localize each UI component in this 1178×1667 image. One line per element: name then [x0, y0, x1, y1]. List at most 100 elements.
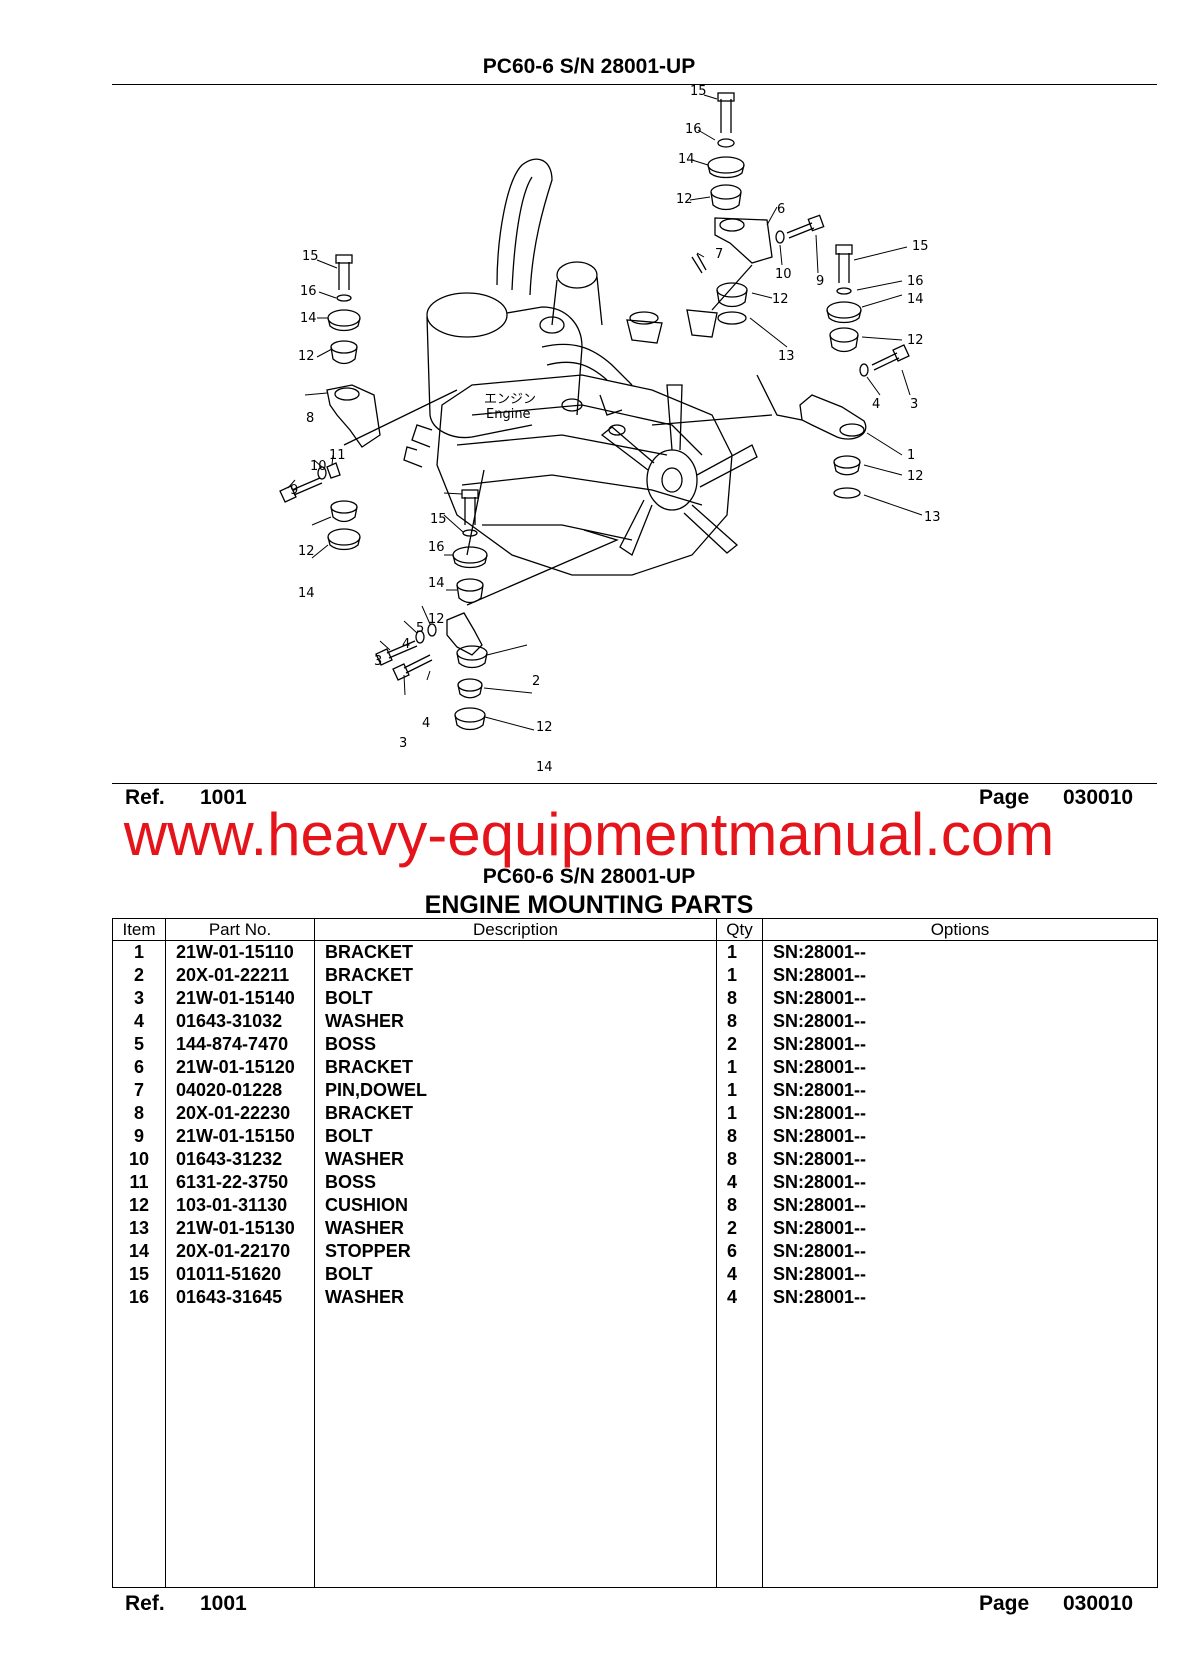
options: SN:28001--	[762, 1056, 1158, 1079]
callout-15: 15	[690, 85, 707, 99]
part-number: 21W-01-15130	[165, 1217, 315, 1240]
callout-14: 14	[428, 576, 445, 591]
options: SN:28001--	[762, 1102, 1158, 1125]
part-number: 04020-01228	[165, 1079, 315, 1102]
part-number: 6131-22-3750	[165, 1171, 315, 1194]
ref-value: 1001	[200, 786, 247, 809]
description: CUSHION	[314, 1194, 717, 1217]
part-number: 01643-31032	[165, 1010, 315, 1033]
watermark-url: www.heavy-equipmentmanual.com	[123, 801, 1055, 868]
part-number: 21W-01-15150	[165, 1125, 315, 1148]
item-number: 14	[128, 1241, 150, 1261]
callout-6: 6	[777, 202, 785, 217]
callout-1: 1	[907, 448, 915, 463]
quantity: 1	[716, 1079, 763, 1102]
options: SN:28001--	[762, 1217, 1158, 1240]
empty-cell	[314, 1309, 717, 1588]
empty-cell	[716, 1309, 763, 1588]
item-number: 13	[128, 1218, 150, 1238]
engine-drawing	[403, 158, 758, 576]
mount-group-front-right	[799, 244, 910, 499]
quantity: 4	[716, 1263, 763, 1286]
callout-3: 3	[910, 397, 918, 412]
options: SN:28001--	[762, 1286, 1158, 1309]
callout-12: 12	[536, 720, 553, 735]
item-number: 9	[133, 1126, 144, 1146]
description: WASHER	[314, 1010, 717, 1033]
callout-5: 5	[416, 621, 424, 636]
callout-7: 7	[715, 247, 723, 262]
callout-2: 2	[532, 674, 540, 689]
callout-12: 12	[298, 544, 315, 559]
description: PIN,DOWEL	[314, 1079, 717, 1102]
callout-leaders	[287, 94, 923, 731]
item-number: 7	[133, 1080, 144, 1100]
callout-12: 12	[428, 612, 445, 627]
ref-value: 1001	[200, 1592, 247, 1615]
item-number: 11	[129, 1172, 149, 1192]
description: WASHER	[314, 1148, 717, 1171]
col-options: Options	[762, 918, 1158, 941]
engine-mounting-diagram: エンジン Engine	[279, 85, 941, 775]
mount-group-rear-left	[279, 254, 381, 551]
description: BRACKET	[314, 1056, 717, 1079]
description: STOPPER	[314, 1240, 717, 1263]
quantity: 4	[716, 1286, 763, 1309]
item-number: 4	[133, 1011, 144, 1031]
callout-14: 14	[298, 586, 315, 601]
options: SN:28001--	[762, 1194, 1158, 1217]
description: BRACKET	[314, 1102, 717, 1125]
description: BRACKET	[314, 964, 717, 987]
callout-16: 16	[685, 122, 702, 137]
callout-9: 9	[290, 483, 298, 498]
callout-4: 4	[872, 397, 880, 412]
options: SN:28001--	[762, 1079, 1158, 1102]
options: SN:28001--	[762, 1033, 1158, 1056]
quantity: 8	[716, 1194, 763, 1217]
callout-4: 4	[402, 637, 410, 652]
quantity: 6	[716, 1240, 763, 1263]
callout-4: 4	[422, 716, 430, 731]
callout-3: 3	[374, 654, 382, 669]
quantity: 1	[716, 1102, 763, 1125]
callout-9: 9	[816, 274, 824, 289]
empty-cell	[762, 1309, 1158, 1588]
callout-16: 16	[428, 540, 445, 555]
callout-12: 12	[772, 292, 789, 307]
callout-11: 11	[329, 448, 346, 463]
engine-label: Engine	[486, 407, 531, 422]
page-value: 030010	[1063, 786, 1134, 809]
leader-line	[711, 264, 803, 421]
callout-12: 12	[676, 192, 693, 207]
callout-12: 12	[298, 349, 315, 364]
page-label: Page	[979, 786, 1030, 809]
part-number: 21W-01-15110	[165, 940, 315, 964]
description: WASHER	[314, 1217, 717, 1240]
options: SN:28001--	[762, 1148, 1158, 1171]
quantity: 8	[716, 1148, 763, 1171]
part-number: 01643-31645	[165, 1286, 315, 1309]
part-number: 20X-01-22170	[165, 1240, 315, 1263]
item-number: 5	[133, 1034, 144, 1054]
item-number: 3	[133, 988, 144, 1008]
part-number: 01643-31232	[165, 1148, 315, 1171]
description: WASHER	[314, 1286, 717, 1309]
item-number: 10	[128, 1149, 150, 1169]
page-label: Page	[979, 1592, 1030, 1615]
engine-label-jp: エンジン	[484, 392, 536, 407]
quantity: 2	[716, 1217, 763, 1240]
part-number: 20X-01-22230	[165, 1102, 315, 1125]
